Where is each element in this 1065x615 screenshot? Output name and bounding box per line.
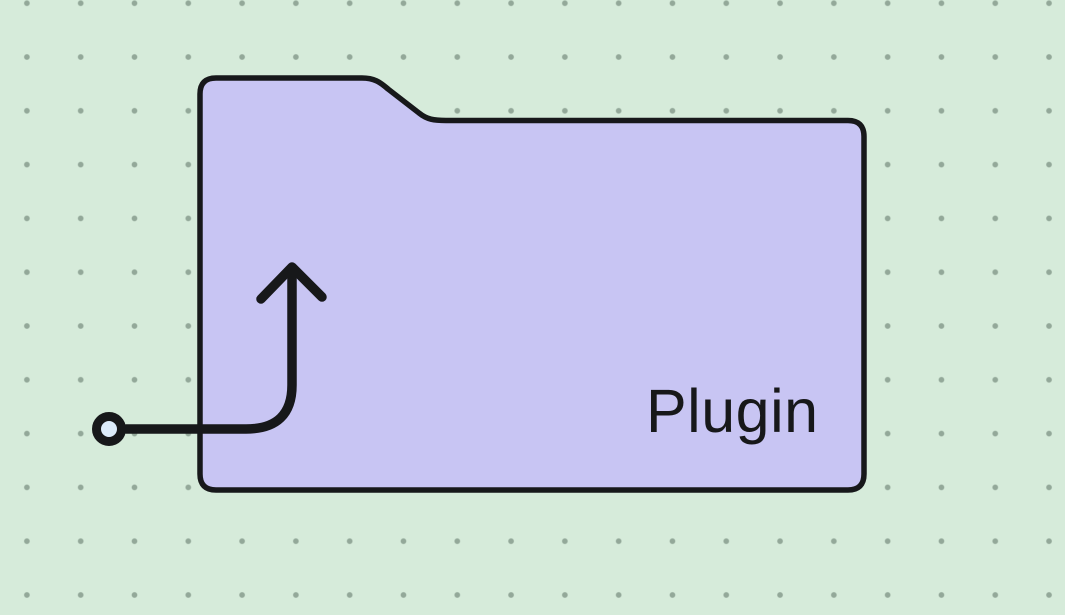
- folder-shape[interactable]: [197, 75, 867, 493]
- connector-endpoint-handle[interactable]: [92, 412, 126, 446]
- arrow-connector-line[interactable]: [121, 265, 297, 434]
- folder-label: Plugin: [646, 377, 819, 445]
- arrow-head-icon: [256, 262, 327, 304]
